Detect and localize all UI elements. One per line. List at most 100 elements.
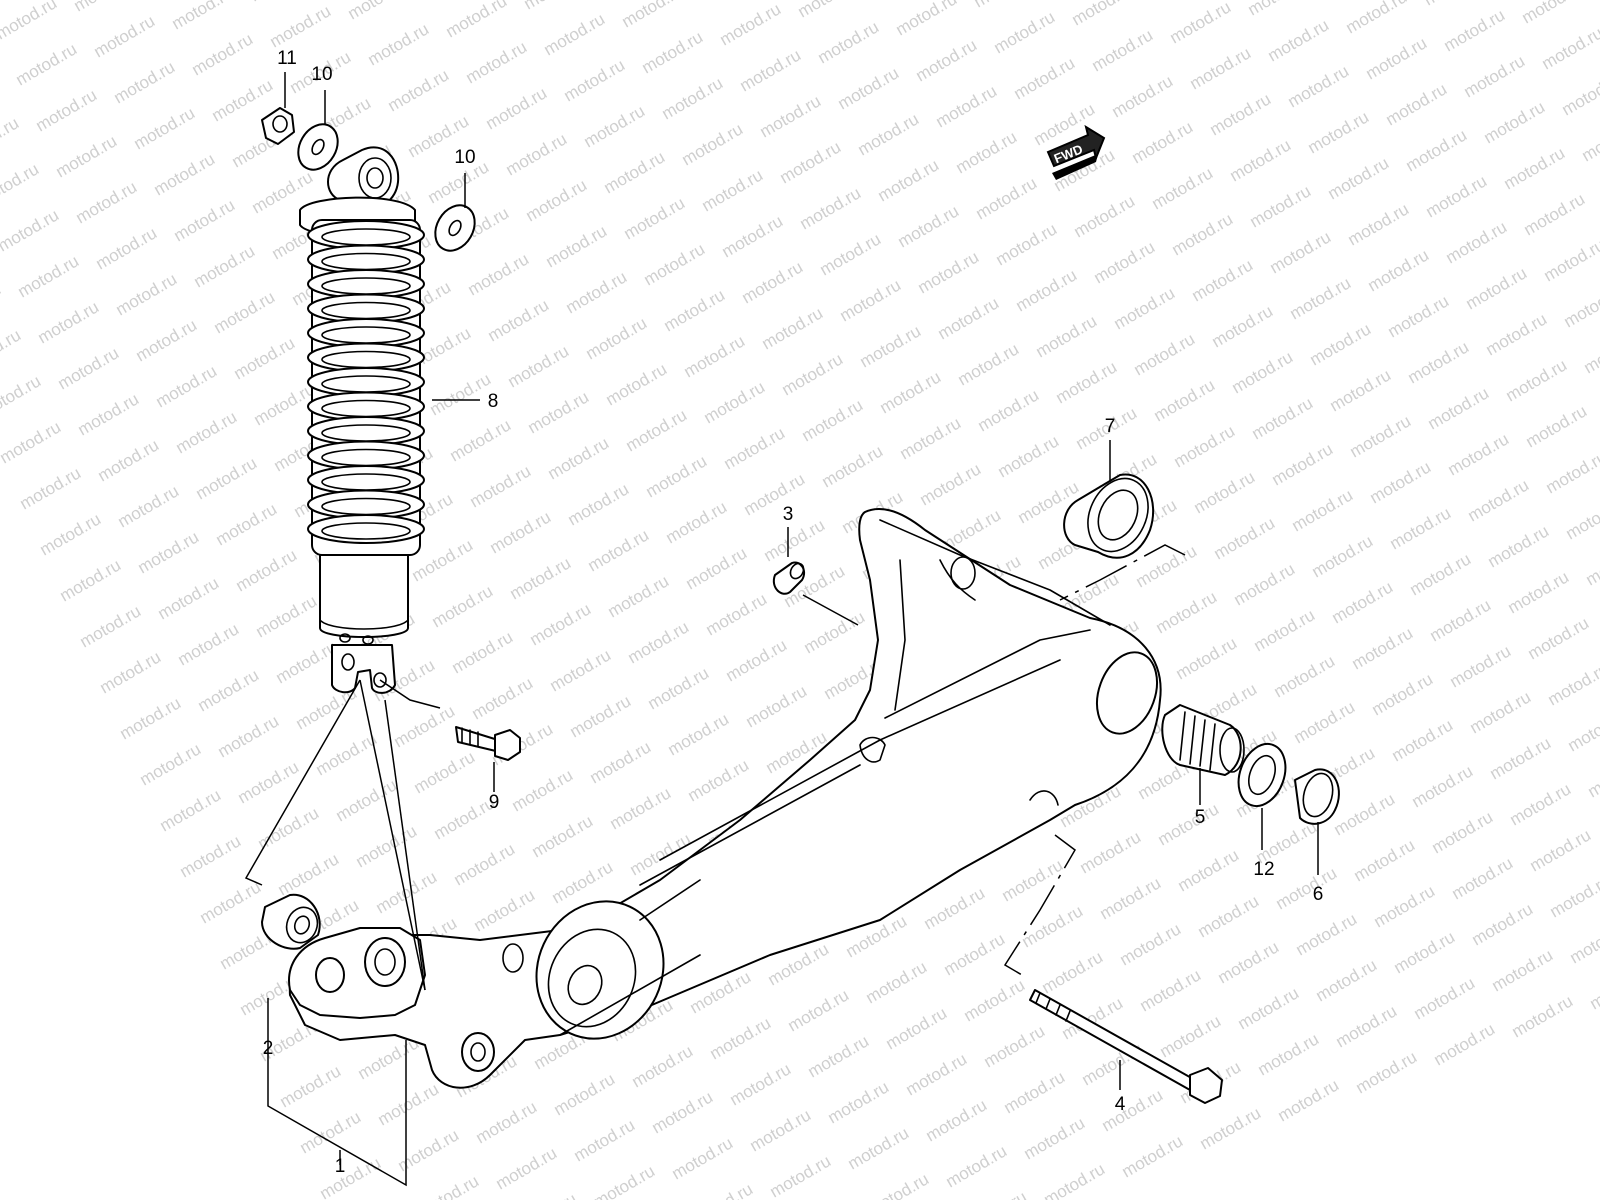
watermark-text: motod.ru bbox=[57, 555, 125, 605]
watermark-text: motod.ru bbox=[707, 1013, 775, 1063]
watermark-text: motod.ru bbox=[1329, 577, 1397, 627]
watermark-text: motod.ru bbox=[917, 459, 985, 509]
watermark-text: motod.ru bbox=[253, 591, 321, 641]
watermark-text: motod.ru bbox=[999, 855, 1067, 905]
watermark-text: motod.ru bbox=[1345, 199, 1413, 249]
watermark-text: motod.ru bbox=[975, 385, 1043, 435]
watermark-text: motod.ru bbox=[1387, 503, 1455, 553]
watermark-text: motod.ru bbox=[545, 433, 613, 483]
watermark-text: motod.ru bbox=[689, 1179, 757, 1200]
watermark-text: motod.ru bbox=[883, 1003, 951, 1053]
watermark-text: motod.ru bbox=[507, 553, 575, 603]
watermark-text: motod.ru bbox=[621, 193, 689, 243]
watermark-text: motod.ru bbox=[563, 267, 631, 317]
watermark-text: motod.ru bbox=[785, 985, 853, 1035]
watermark-text: motod.ru bbox=[1431, 1019, 1499, 1069]
watermark-text: motod.ru bbox=[1447, 641, 1515, 691]
watermark-text: motod.ru bbox=[681, 331, 749, 381]
watermark-text: motod.ru bbox=[1071, 191, 1139, 241]
watermark-text: motod.ru bbox=[493, 1143, 561, 1193]
watermark-text: motod.ru bbox=[527, 599, 595, 649]
watermark-text: motod.ru bbox=[607, 783, 675, 833]
watermark-text: motod.ru bbox=[971, 0, 1039, 11]
watermark-text: motod.ru bbox=[313, 729, 381, 779]
long-bolt-part-4 bbox=[1029, 989, 1223, 1104]
watermark-text: motod.ru bbox=[267, 1, 335, 51]
watermark-text: motod.ru bbox=[1001, 1067, 1069, 1117]
watermark-text: motod.ru bbox=[1403, 125, 1471, 175]
watermark-text: motod.ru bbox=[1563, 493, 1600, 543]
watermark-text: motod.ru bbox=[93, 223, 161, 273]
watermark-text: motod.ru bbox=[157, 785, 225, 835]
watermark-text: motod.ru bbox=[525, 387, 593, 437]
watermark-text: motod.ru bbox=[1441, 5, 1509, 55]
watermark-text: motod.ru bbox=[113, 269, 181, 319]
watermark-text: motod.ru bbox=[1021, 1113, 1089, 1163]
watermark-text: motod.ru bbox=[365, 19, 433, 69]
washer-part-12 bbox=[1237, 743, 1287, 807]
watermark-text: motod.ru bbox=[1523, 401, 1591, 451]
watermark-text: motod.ru bbox=[679, 119, 747, 169]
watermark-text: motod.ru bbox=[1271, 651, 1339, 701]
watermark-text: motod.ru bbox=[741, 469, 809, 519]
callout-11: 11 bbox=[277, 48, 297, 69]
watermark-text: motod.ru bbox=[1249, 393, 1317, 443]
watermark-text: motod.ru bbox=[173, 407, 241, 457]
watermark-text: motod.ru bbox=[795, 0, 863, 21]
watermark-text: motod.ru bbox=[1275, 1075, 1343, 1125]
watermark-text: motod.ru bbox=[875, 155, 943, 205]
watermark-text: motod.ru bbox=[469, 673, 537, 723]
watermark-text: motod.ru bbox=[0, 371, 44, 421]
watermark-text: motod.ru bbox=[1443, 217, 1511, 267]
watermark-text: motod.ru bbox=[1391, 927, 1459, 977]
watermark-text: motod.ru bbox=[1291, 697, 1359, 747]
watermark-text: motod.ru bbox=[171, 195, 239, 245]
cap-nut-part-11 bbox=[261, 107, 295, 145]
watermark-text: motod.ru bbox=[1267, 227, 1335, 277]
watermark-text: motod.ru bbox=[1527, 825, 1595, 875]
watermark-text: motod.ru bbox=[1545, 659, 1600, 709]
watermark-text: motod.ru bbox=[415, 1171, 483, 1200]
watermark-text: motod.ru bbox=[757, 91, 825, 141]
watermark-text: motod.ru bbox=[981, 1021, 1049, 1071]
nut-part-6 bbox=[1294, 768, 1340, 825]
watermark-text: motod.ru bbox=[37, 509, 105, 559]
watermark-text: motod.ru bbox=[953, 127, 1021, 177]
spring-coil-inner bbox=[321, 522, 411, 540]
callout-12: 12 bbox=[1253, 859, 1274, 880]
watermark-text: motod.ru bbox=[549, 857, 617, 907]
watermark-text: motod.ru bbox=[1421, 0, 1489, 9]
watermark-text: motod.ru bbox=[817, 229, 885, 279]
watermark-text: motod.ru bbox=[1363, 33, 1431, 83]
watermark-text: motod.ru bbox=[1543, 447, 1600, 497]
watermark-text: motod.ru bbox=[1265, 15, 1333, 65]
watermark-text: motod.ru bbox=[195, 665, 263, 715]
watermark-text: motod.ru bbox=[857, 321, 925, 371]
watermark-text: motod.ru bbox=[935, 293, 1003, 343]
watermark-text: motod.ru bbox=[643, 451, 711, 501]
watermark-text: motod.ru bbox=[485, 295, 553, 345]
watermark-text: motod.ru bbox=[1129, 117, 1197, 167]
watermark-text: motod.ru bbox=[1039, 947, 1107, 997]
watermark-text: motod.ru bbox=[639, 27, 707, 77]
watermark-text: motod.ru bbox=[1099, 1085, 1167, 1135]
watermark-text: motod.ru bbox=[963, 1187, 1031, 1200]
bolt-part-9 bbox=[455, 726, 521, 761]
watermark-text: motod.ru bbox=[353, 821, 421, 871]
watermark-text: motod.ru bbox=[189, 29, 257, 79]
watermark-text: motod.ru bbox=[837, 275, 905, 325]
watermark-text: motod.ru bbox=[1389, 715, 1457, 765]
watermark-text: motod.ru bbox=[1131, 329, 1199, 379]
watermark-text: motod.ru bbox=[571, 1115, 639, 1165]
pivot-shaft-part-5 bbox=[1161, 704, 1245, 776]
watermark-text: motod.ru bbox=[1583, 539, 1600, 589]
watermark-text: motod.ru bbox=[799, 395, 867, 445]
watermark-text: motod.ru bbox=[1195, 891, 1263, 941]
watermark-text: motod.ru bbox=[863, 957, 931, 1007]
watermark-text: motod.ru bbox=[1411, 973, 1479, 1023]
watermark-text: motod.ru bbox=[819, 441, 887, 491]
watermark-text: motod.ru bbox=[1147, 0, 1215, 1]
watermark-text: motod.ru bbox=[1155, 799, 1223, 849]
dowel-pin-part-3 bbox=[772, 561, 806, 595]
watermark-text: motod.ru bbox=[561, 55, 629, 105]
